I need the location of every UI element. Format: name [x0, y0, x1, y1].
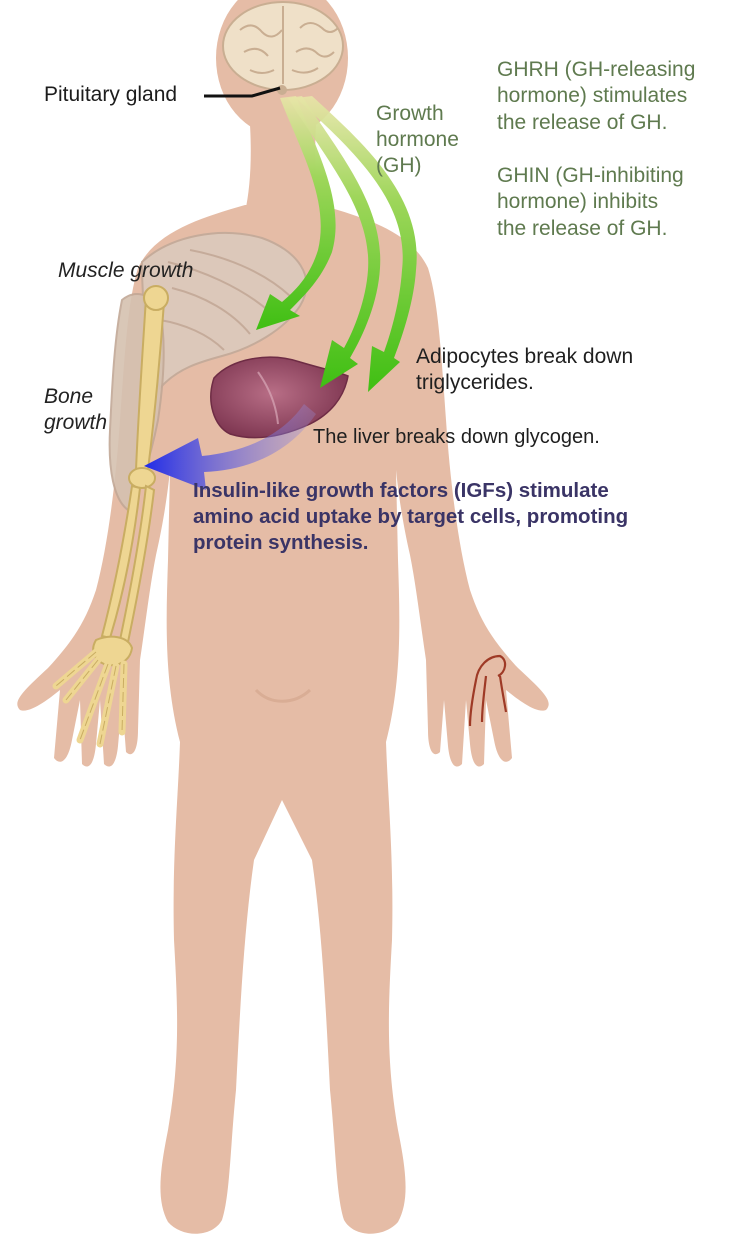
ghin-label: GHIN (GH-inhibiting hormone) inhibits th…	[497, 163, 684, 242]
liver-label: The liver breaks down glycogen.	[313, 425, 600, 449]
body-silhouette	[17, 0, 548, 1234]
bone-growth-label: Bone growth	[44, 384, 107, 437]
pituitary-label: Pituitary gland	[44, 82, 177, 108]
ghrh-label: GHRH (GH-releasing hormone) stimulates t…	[497, 57, 695, 136]
adipocytes-label: Adipocytes break down triglycerides.	[416, 344, 633, 395]
muscle-growth-label: Muscle growth	[58, 258, 193, 284]
growth-hormone-label: Growth hormone (GH)	[376, 101, 459, 179]
igf-label: Insulin-like growth factors (IGFs) stimu…	[193, 478, 628, 556]
